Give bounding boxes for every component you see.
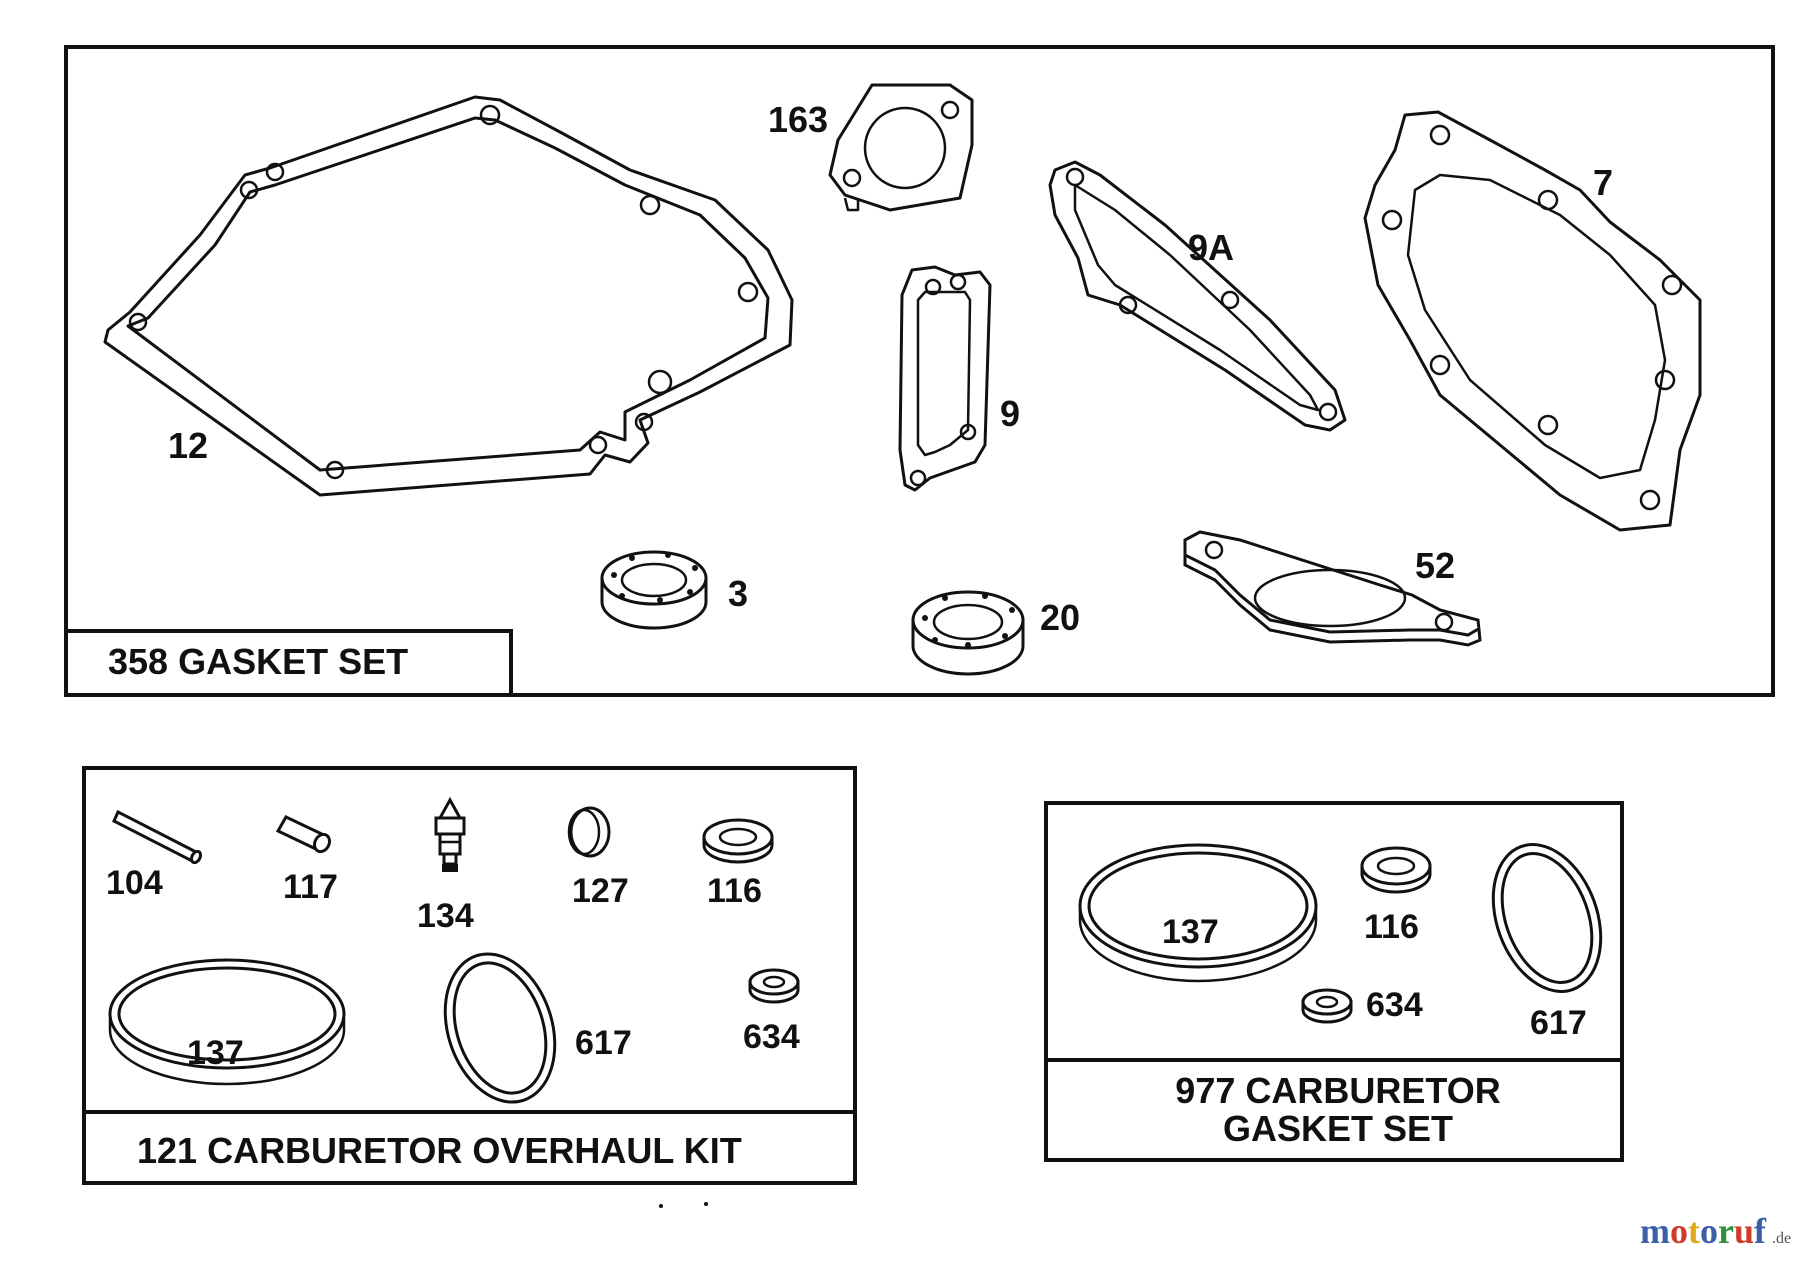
part-label-104: 104 [106,864,163,902]
wm-suffix: .de [1772,1230,1791,1247]
washer-634-overhaul: 634 [743,968,800,1056]
part-label-617-carb: 617 [1530,1004,1587,1042]
washer-634-carb: 634 [1301,986,1423,1024]
part-label-137-overhaul: 137 [187,1034,244,1072]
part-label-3: 3 [728,573,748,614]
part-label-9a: 9A [1188,227,1234,268]
cover-gasket-9: 9 [898,265,1020,492]
part-label-117: 117 [283,868,338,906]
wm-letter-2: o [1670,1211,1688,1251]
part-label-12: 12 [168,425,208,466]
part-label-127: 127 [572,872,629,910]
wm-letter-5: r [1718,1211,1734,1251]
part-label-617-overhaul: 617 [575,1024,632,1062]
part-label-7: 7 [1593,162,1613,203]
carb-gasket-set-panel: 977 CARBURETOR GASKET SET 137 116 617 [1044,801,1624,1162]
head-gasket-7: 7 [1363,110,1702,532]
pin-104: 104 [106,809,203,902]
part-label-634-overhaul: 634 [743,1018,800,1056]
svg-text:motoruf: motoruf [1640,1211,1767,1251]
crankcase-gasket-12: 12 [103,95,794,497]
gasket-set-title: 358 GASKET SET [108,641,408,682]
wm-letter-4: o [1700,1211,1718,1251]
part-label-134: 134 [417,897,474,935]
o-ring-137: 137 [108,958,346,1086]
o-ring-137-carb: 137 [1078,843,1318,983]
breather-gasket-9a: 9A [1048,160,1347,432]
gasket-set-panel: 358 GASKET SET 12 163 [64,45,1775,697]
exhaust-gasket-52: 52 [1183,530,1482,647]
overhaul-kit-panel: 121 CARBURETOR OVERHAUL KIT 104 117 134 [82,766,857,1185]
part-label-163: 163 [768,99,828,140]
o-ring-617-carb: 617 [1491,843,1603,1042]
wm-letter-7: f [1754,1211,1767,1251]
part-label-634-carb: 634 [1366,986,1423,1024]
needle-valve-134: 134 [417,796,474,935]
part-label-9: 9 [1000,393,1020,434]
part-label-116: 116 [707,872,762,910]
washer-116-carb: 116 [1360,846,1432,946]
wm-letter-6: u [1734,1211,1754,1251]
part-label-20: 20 [1040,597,1080,638]
welch-plug-127: 127 [567,806,629,910]
wm-letter-3: t [1688,1211,1700,1251]
o-ring-617: 617 [443,952,632,1104]
oil-seal-3: 3 [600,550,748,630]
stray-marks [659,1202,708,1208]
motoruf-watermark-logo: motoruf .de [1640,1211,1791,1251]
washer-116: 116 [702,818,774,910]
carb-gasket-set-title-line1: 977 CARBURETOR [1175,1070,1500,1111]
wm-letter-1: m [1640,1211,1670,1251]
flange-gasket-163: 163 [768,83,974,212]
tube-117: 117 [275,815,338,906]
part-label-137-carb: 137 [1162,913,1219,951]
overhaul-kit-title: 121 CARBURETOR OVERHAUL KIT [137,1130,742,1171]
part-label-116-carb: 116 [1364,908,1419,946]
carb-gasket-set-title-line2: GASKET SET [1223,1108,1453,1149]
oil-seal-20: 20 [911,590,1080,676]
part-label-52: 52 [1415,545,1455,586]
